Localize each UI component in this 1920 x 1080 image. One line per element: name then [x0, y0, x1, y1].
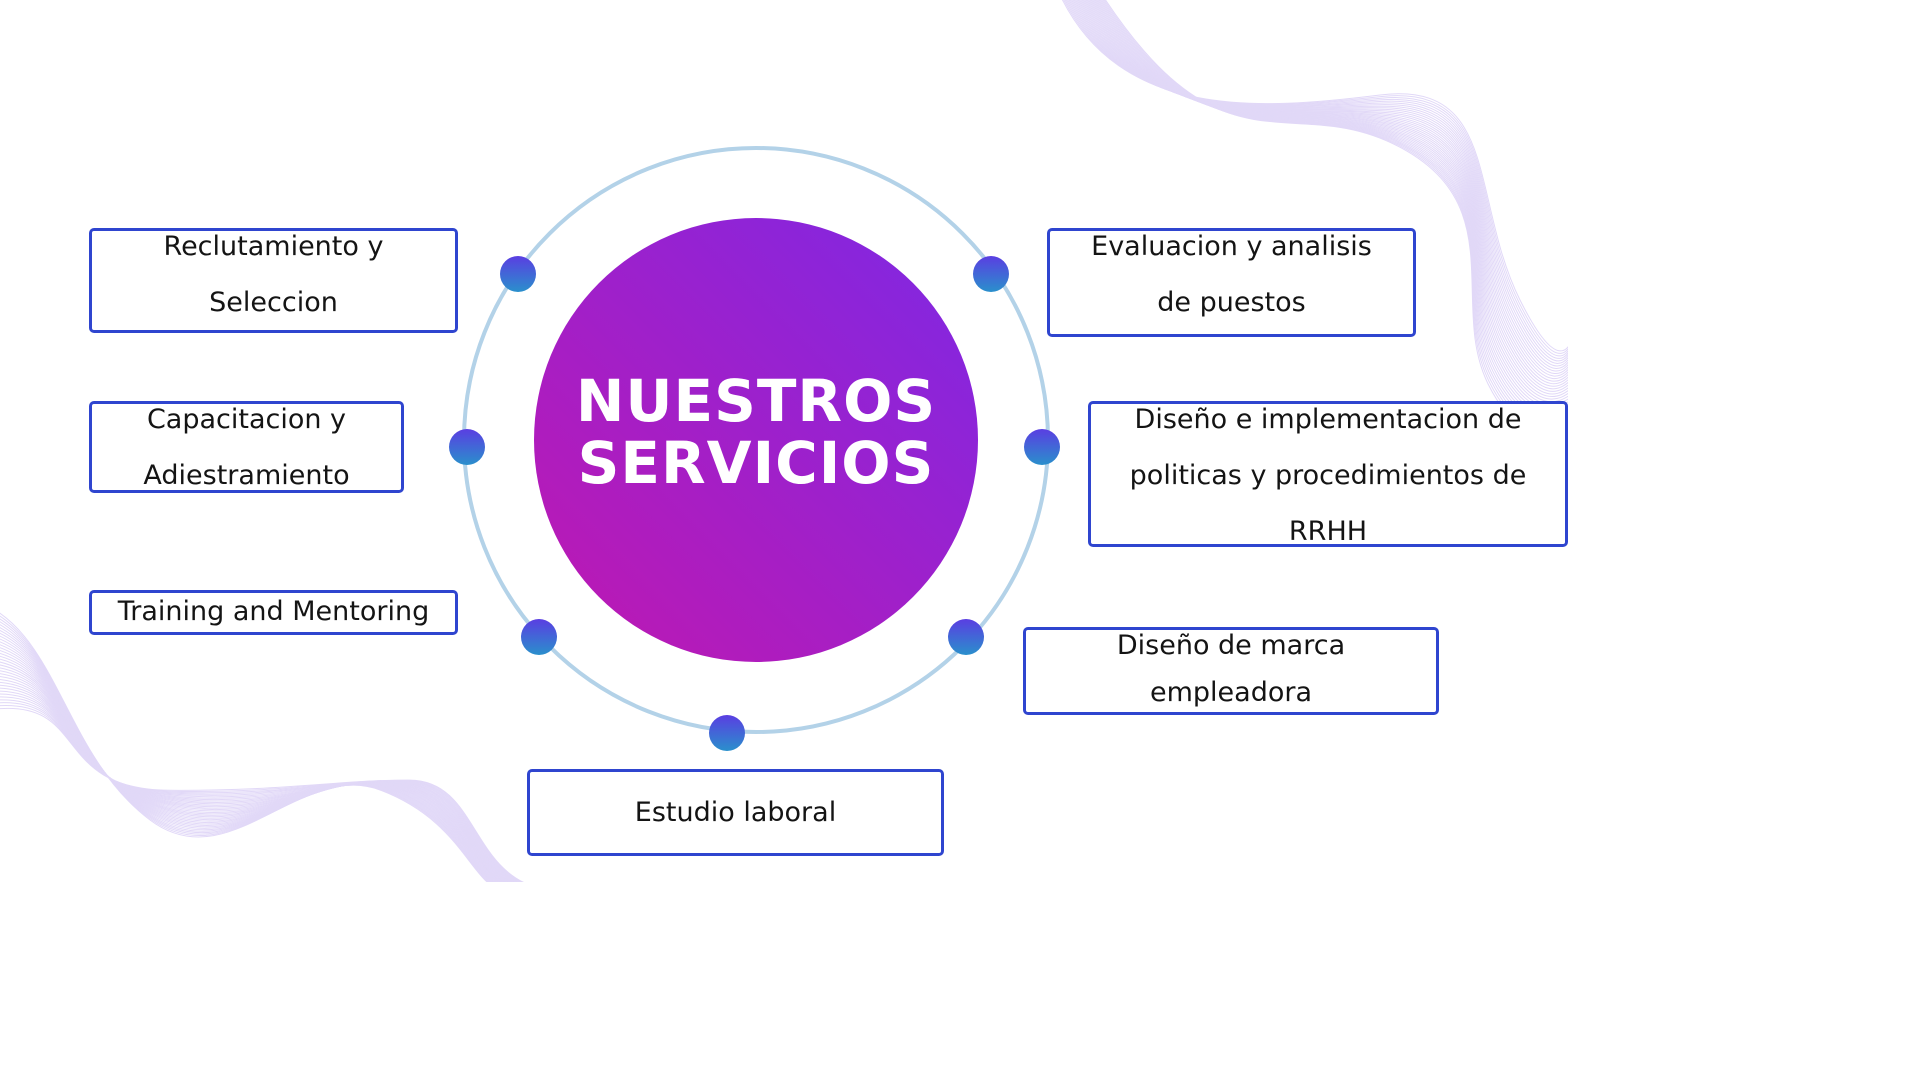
- service-box-reclutamiento: Reclutamiento y Seleccion: [89, 228, 458, 333]
- service-label-training: Training and Mentoring: [117, 596, 430, 627]
- node-dot-capacitacion: [449, 429, 485, 465]
- service-box-marca: Diseño de marca empleadora: [1023, 627, 1439, 715]
- service-label-reclutamiento: Reclutamiento y Seleccion: [163, 231, 384, 318]
- service-box-politicas: Diseño e implementacion de politicas y p…: [1088, 401, 1568, 547]
- center-circle: [534, 218, 978, 662]
- service-box-estudio: Estudio laboral: [527, 769, 944, 856]
- service-label-capacitacion: Capacitacion y Adiestramiento: [143, 404, 350, 491]
- wave-pattern-bottom-left: [0, 612, 524, 882]
- service-box-capacitacion: Capacitacion y Adiestramiento: [89, 401, 404, 493]
- node-dot-training: [521, 619, 557, 655]
- node-dot-estudio: [709, 715, 745, 751]
- title-line-2: SERVICIOS: [577, 429, 935, 497]
- node-dot-politicas: [1024, 429, 1060, 465]
- service-label-evaluacion: Evaluacion y analisis de puestos: [1091, 231, 1372, 318]
- service-label-marca: Diseño de marca empleadora: [1116, 630, 1346, 708]
- service-box-evaluacion: Evaluacion y analisis de puestos: [1047, 228, 1416, 337]
- service-box-training: Training and Mentoring: [89, 590, 458, 635]
- node-dot-evaluacion: [973, 256, 1009, 292]
- service-label-politicas: Diseño e implementacion de politicas y p…: [1129, 404, 1527, 547]
- node-dot-marca: [948, 619, 984, 655]
- node-dot-reclutamiento: [500, 256, 536, 292]
- title-line-1: NUESTROS: [575, 367, 937, 435]
- diagram-title: NUESTROS SERVICIOS: [535, 370, 977, 494]
- service-label-estudio: Estudio laboral: [634, 797, 837, 828]
